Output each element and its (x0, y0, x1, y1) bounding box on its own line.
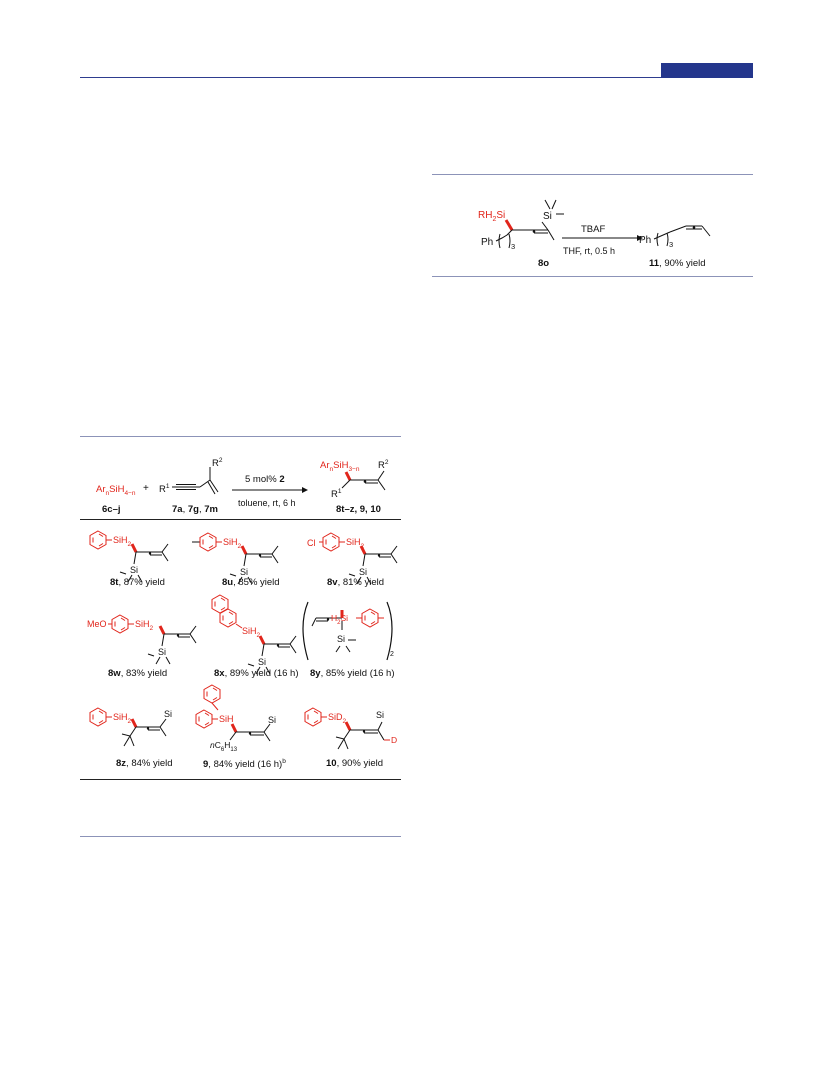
silane-formula: ArnSiH4−n (96, 484, 136, 497)
conditions-label: THF, rt, 0.5 h (563, 246, 615, 256)
product-8t-phenyl-ring (89, 530, 107, 550)
scheme-left-top-rule (80, 436, 401, 437)
allene-center-dot (532, 230, 536, 233)
caption-10: 10, 90% yield (326, 758, 384, 769)
product-8u-si: Si (240, 567, 248, 577)
product-8w-allene (146, 624, 198, 666)
substrate-si-label: Si (543, 211, 552, 222)
product-8v-si: Si (359, 567, 367, 577)
product-structures: SiH2 Si SiH2 Si Cl SiH2 Si MeO SiH2 Si S… (87, 530, 399, 753)
caption-8z: 8z, 84% yield (116, 758, 173, 769)
product-8y-h2si: H2Si (331, 613, 348, 626)
scheme-right-top-rule (432, 174, 753, 175)
scheme-left-bottom-rule (80, 779, 401, 780)
product-9-si: Si (268, 715, 276, 725)
product-8z-phenyl-ring (89, 707, 107, 727)
silane-ids: 6c–j (102, 504, 121, 515)
product-caption-11: 11, 90% yield (649, 258, 706, 269)
product-10-d: D (391, 735, 397, 745)
product-ph-label: Ph (639, 235, 651, 246)
product-r2: R2 (378, 459, 389, 471)
enyne-ids: 7a, 7g, 7m (172, 504, 218, 515)
product-8x-si: Si (258, 657, 266, 667)
product-8v-cl: Cl (307, 538, 316, 548)
substrate-silyl-label: RH2Si (478, 210, 505, 223)
product-8t-sih2: SiH2 (113, 535, 132, 548)
product-10-phenyl-ring (304, 707, 322, 727)
product-9-sih: SiH (219, 714, 234, 724)
catalyst-label: 5 mol% 2 (245, 474, 285, 485)
product-ids: 8t–z, 9, 10 (336, 504, 381, 515)
product-9-hexyl: nC6H13 (210, 740, 238, 753)
enyne-r2: R2 (212, 457, 223, 469)
caption-8v: 8v, 81% yield (327, 577, 385, 588)
product-8u-tolyl-ring (199, 532, 217, 552)
product-8y-paren-right (386, 601, 393, 661)
product-10-si: Si (376, 710, 384, 720)
product-8y-phenylene-ring (361, 608, 379, 628)
substrate-chain-count: 3 (511, 242, 515, 251)
scheme-left-mid-rule (80, 519, 401, 520)
scheme-right-bottom-rule (432, 276, 753, 277)
caption-8x: 8x, 89% yield (16 h) (214, 668, 299, 679)
product-8u-sih2: SiH2 (223, 537, 242, 550)
scheme-left-end-rule (80, 836, 401, 837)
journal-tab-block (661, 63, 753, 78)
caption-8y: 8y, 85% yield (16 h) (310, 668, 395, 679)
product-8w-sih2: SiH2 (135, 619, 154, 632)
product-9-phenyl-ring-left (195, 709, 213, 729)
product-10-sid2: SiD2 (328, 712, 347, 725)
product-chain-count: 3 (669, 240, 673, 249)
product-8z-sih2: SiH2 (113, 712, 132, 725)
product-8y-subscript: 2 (390, 651, 394, 658)
product-8v-chlorophenyl-ring (322, 532, 340, 552)
product-8x-sih2: SiH2 (242, 626, 261, 639)
sm-id-8o: 8o (538, 258, 549, 269)
enyne-r1: R1 (159, 483, 170, 495)
product-8z-si: Si (164, 709, 172, 719)
scheme-right: RH2Si Si Ph 3 TBAF THF, rt, 0.5 h Ph 3 8… (478, 199, 711, 269)
caption-8u: 8u, 85% yield (222, 577, 280, 588)
general-reaction: ArnSiH4−n + R1 R2 5 mol% 2 toluene, rt, … (96, 457, 389, 515)
product-8y-paren-left (302, 601, 309, 661)
product-8x-naphthyl-ring-b (219, 608, 237, 628)
product-formula: ArnSiH3−n (320, 460, 360, 473)
product-8t-si: Si (130, 565, 138, 575)
plus-sign: + (143, 483, 149, 494)
product-8w-anisyl-ring (111, 614, 129, 634)
product-8w-si: Si (158, 647, 166, 657)
conditions-left: toluene, rt, 6 h (238, 498, 296, 508)
reagent-label: TBAF (581, 224, 605, 235)
caption-8w: 8w, 83% yield (108, 668, 168, 679)
product-r1: R1 (331, 488, 342, 500)
caption-9: 9, 84% yield (16 h)b (203, 758, 286, 771)
substrate-ph-label: Ph (481, 237, 493, 248)
header-rule (80, 77, 753, 78)
caption-8t: 8t, 87% yield (110, 577, 165, 588)
product-9-phenyl-ring-top (203, 684, 221, 704)
product-8w-meo: MeO (87, 619, 107, 629)
product-8y-si: Si (337, 634, 345, 644)
substrate-wedge-bond (504, 219, 514, 231)
